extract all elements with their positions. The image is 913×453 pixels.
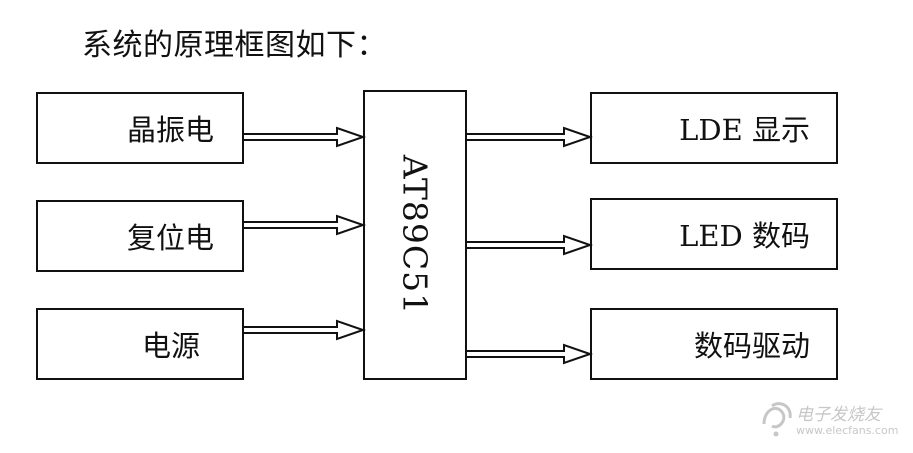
- arrow-path: [467, 343, 594, 365]
- input-label-crystal: 晶振电: [126, 113, 214, 147]
- output-box-lde: LDE 显示: [590, 92, 838, 164]
- input-label-power: 电源: [141, 329, 200, 363]
- arrow-crystal-to-mcu: [244, 126, 367, 148]
- arrow-path: [467, 126, 594, 148]
- mcu-label: AT89C51: [395, 154, 435, 316]
- output-label-lde: LDE 显示: [679, 113, 810, 147]
- arrow-shape: [467, 234, 594, 256]
- arrow-shape: [244, 214, 367, 236]
- arrow-shape: [244, 126, 367, 148]
- output-box-driver: 数码驱动: [590, 308, 838, 380]
- input-box-reset: 复位电: [36, 200, 244, 272]
- diagram-heading: 系统的原理框图如下：: [82, 28, 387, 63]
- watermark-logo-icon: [762, 402, 792, 437]
- watermark: 电子发烧友 www.elecfans.com: [758, 394, 908, 448]
- watermark-text: 电子发烧友: [796, 405, 881, 425]
- arrow-path: [244, 214, 367, 236]
- arrow-shape: [467, 343, 594, 365]
- arrow-path: [244, 126, 367, 148]
- arrow-path: [467, 234, 594, 256]
- arrow-shape: [467, 126, 594, 148]
- arrow-mcu-to-driver: [467, 343, 594, 365]
- arrow-power-to-mcu: [244, 319, 367, 341]
- arrow-path: [244, 319, 367, 341]
- input-box-power: 电源: [36, 308, 244, 380]
- arrow-shape: [244, 319, 367, 341]
- output-label-led: LED 数码: [679, 219, 810, 253]
- arrow-reset-to-mcu: [244, 214, 367, 236]
- output-label-driver: 数码驱动: [693, 329, 810, 363]
- watermark-url: www.elecfans.com: [796, 424, 899, 437]
- arrow-mcu-to-led: [467, 234, 594, 256]
- mcu-box: AT89C51: [363, 90, 467, 380]
- output-box-led: LED 数码: [590, 198, 838, 270]
- input-box-crystal: 晶振电: [36, 92, 244, 164]
- input-label-reset: 复位电: [126, 221, 214, 255]
- arrow-mcu-to-lde: [467, 126, 594, 148]
